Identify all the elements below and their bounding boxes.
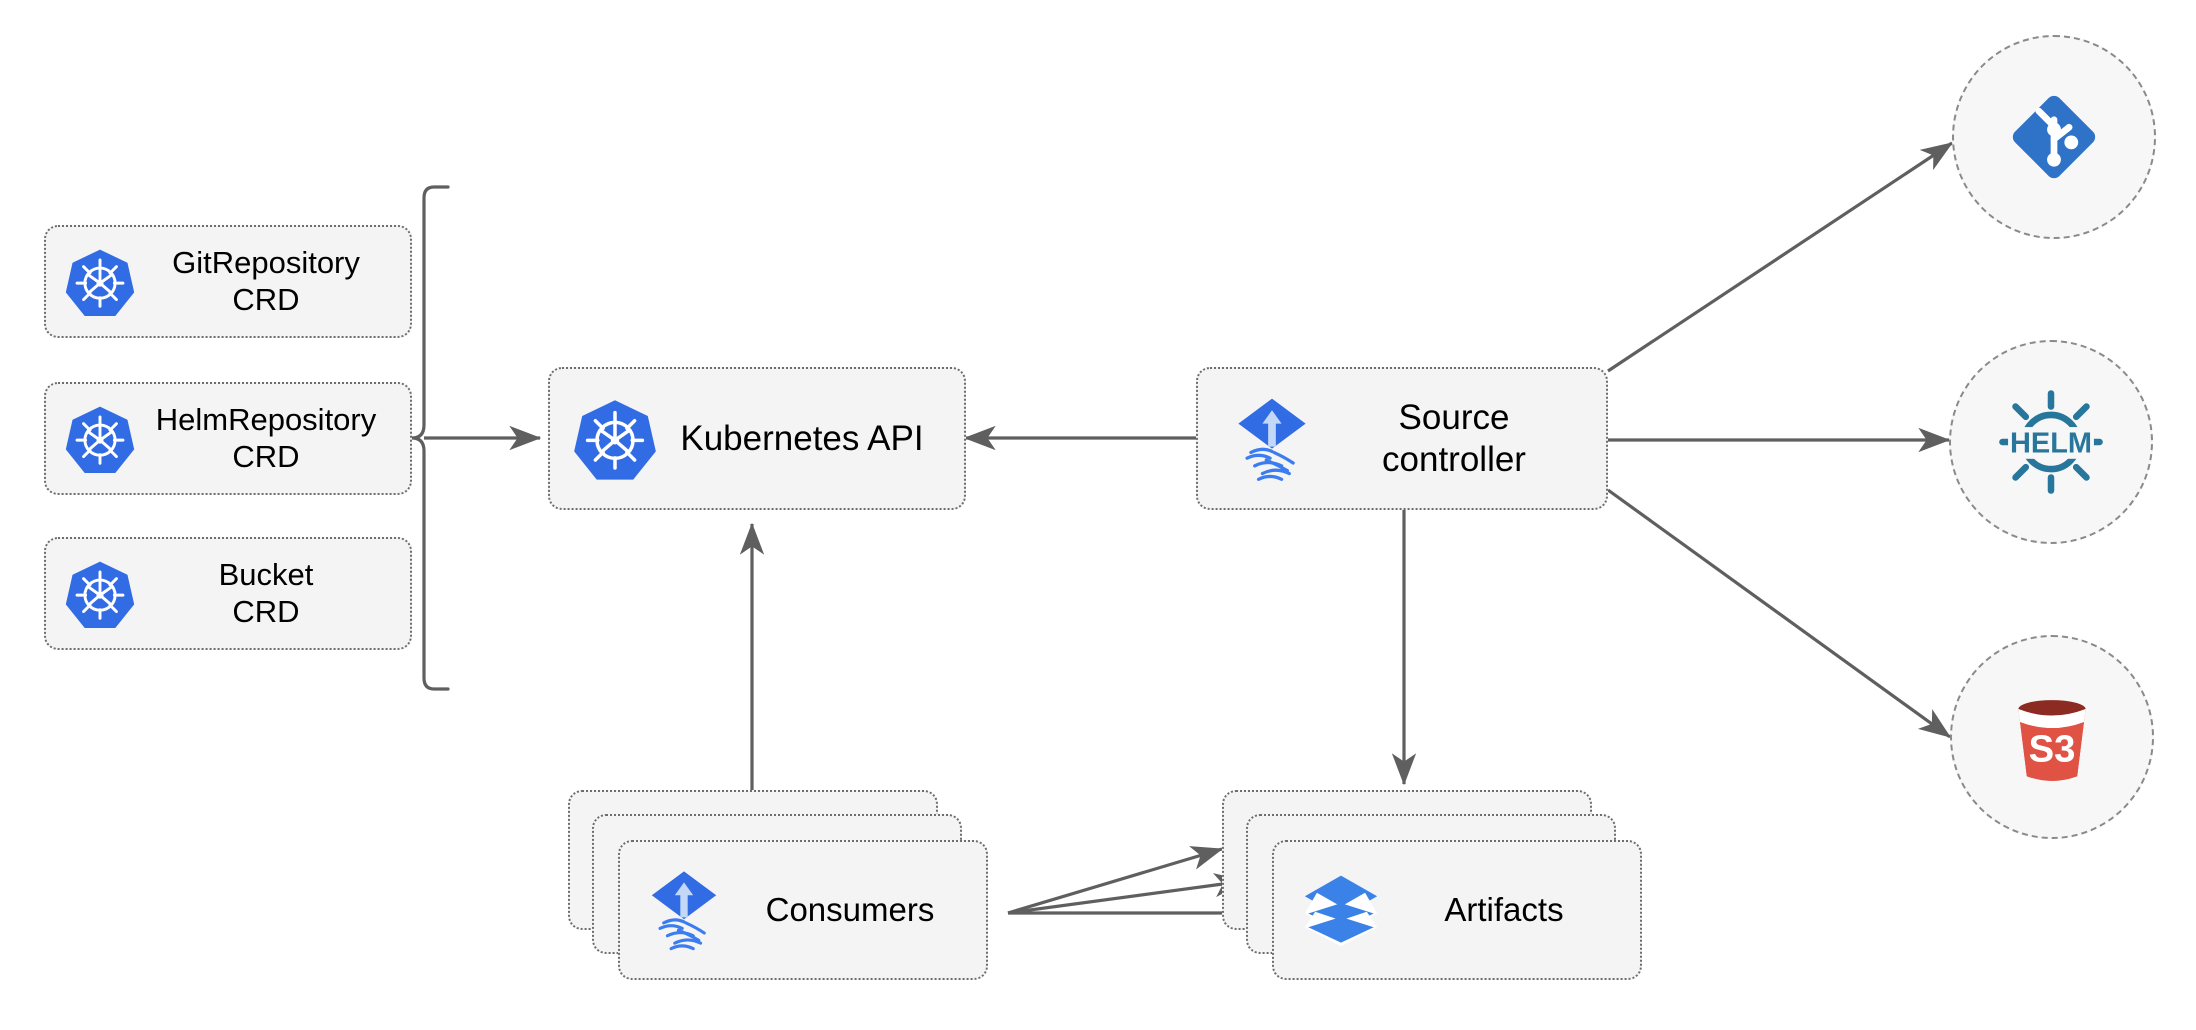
target-helm[interactable]: HELM	[1949, 340, 2153, 544]
kubernetes-icon	[64, 558, 136, 630]
layers-icon	[1298, 867, 1384, 953]
node-label: Artifacts	[1444, 891, 1564, 928]
kubernetes-icon	[64, 246, 136, 318]
git-icon	[2000, 83, 2108, 191]
flux-icon	[1224, 391, 1320, 487]
helm-icon: HELM	[1995, 386, 2107, 498]
node-helmrepository-crd[interactable]: HelmRepository CRD	[44, 382, 412, 495]
edge-consumers-to-artifacts-mid	[1007, 873, 1247, 915]
edge-source-controller-to-git	[1607, 141, 1954, 373]
node-consumers-group[interactable]: Consumers	[568, 790, 1008, 990]
edge-source-controller-to-s3	[1607, 488, 1952, 739]
node-gitrepository-crd[interactable]: GitRepository CRD	[44, 225, 412, 338]
flux-icon	[638, 864, 730, 956]
artifacts-card-front[interactable]: Artifacts	[1272, 840, 1642, 980]
kubernetes-icon	[64, 403, 136, 475]
node-label: Bucket CRD	[218, 556, 314, 629]
consumers-card-front[interactable]: Consumers	[618, 840, 988, 980]
target-s3[interactable]: S3	[1950, 635, 2154, 839]
s3-icon: S3	[1996, 681, 2108, 793]
node-label: Kubernetes API	[680, 418, 924, 458]
helm-label: HELM	[2010, 427, 2092, 459]
node-bucket-crd[interactable]: Bucket CRD	[44, 537, 412, 650]
node-source-controller[interactable]: Source controller	[1196, 367, 1608, 510]
crd-group-bracket	[411, 185, 450, 691]
kubernetes-icon	[572, 396, 658, 482]
node-label: Consumers	[765, 891, 935, 928]
edge-consumers-to-artifacts-back	[1007, 846, 1224, 915]
target-git[interactable]	[1952, 35, 2156, 239]
node-label: GitRepository CRD	[172, 244, 360, 317]
node-label: HelmRepository CRD	[155, 401, 377, 474]
node-kubernetes-api[interactable]: Kubernetes API	[548, 367, 966, 510]
node-label: Source controller	[1382, 398, 1526, 479]
s3-label: S3	[2029, 727, 2076, 770]
node-artifacts-group[interactable]: Artifacts	[1222, 790, 1662, 990]
